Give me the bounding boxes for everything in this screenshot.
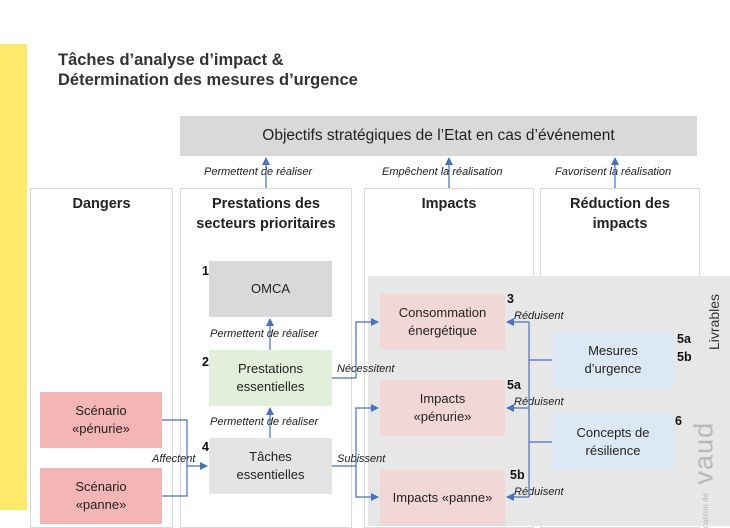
box-omca: OMCA (209, 261, 332, 317)
box-consommation-energetique: Consommation énergétique (380, 294, 505, 350)
number-3: 3 (507, 292, 514, 306)
arrow-prestations-to-conso (332, 318, 379, 379)
box-mesures-line-2: d’urgence (584, 361, 642, 376)
box-impacts-panne: Impacts «panne» (380, 470, 505, 526)
label-affectent: Affectent (152, 453, 196, 465)
box-scenario-penurie: Scénario «pénurie» (40, 392, 162, 448)
box-conso-line-2: énergétique (408, 323, 477, 338)
box-omca-text: OMCA (251, 281, 290, 296)
box-taches-line-1: Tâches (249, 449, 292, 464)
box-prestations-line-1: Prestations (237, 361, 304, 376)
box-prestations-essentielles: Prestations essentielles (209, 350, 332, 406)
number-2: 2 (202, 355, 209, 369)
box-concepts-line-1: Concepts de (576, 425, 650, 440)
number-6: 6 (675, 414, 682, 428)
number-5a-impacts: 5a (507, 378, 521, 392)
column-head-reduction-line-2: impacts (592, 216, 648, 232)
box-taches-line-2: essentielles (236, 467, 305, 482)
arrow-scenario-panne-to-taches (162, 466, 188, 497)
accent-bar (0, 44, 27, 510)
box-concepts-resilience: Concepts de résilience (552, 414, 674, 470)
label-subissent: Subissent (337, 453, 386, 465)
objectives-banner: Objectifs stratégiques de l’Etat en cas … (180, 116, 697, 156)
number-4: 4 (202, 440, 209, 454)
column-head-reduction-line-1: Réduction des (570, 196, 670, 212)
title-line-2: Détermination des mesures d’urgence (58, 71, 358, 89)
number-5b-mesures: 5b (677, 350, 692, 364)
box-conso-line-1: Consommation (398, 305, 487, 320)
arrow-scenario-penurie-to-taches (162, 419, 208, 470)
number-1: 1 (202, 264, 209, 278)
label-necessitent: Nécessitent (337, 363, 395, 375)
box-scenario-panne: Scénario «panne» (40, 468, 162, 524)
label-permettent-1: Permettent de réaliser (210, 328, 319, 340)
label-reduisent-3: Réduisent (514, 486, 564, 498)
box-impacts-panne-text: Impacts «panne» (392, 490, 493, 505)
column-head-impacts: Impacts (364, 194, 534, 214)
column-head-prestations: Prestations des secteurs prioritaires (180, 194, 352, 234)
column-head-reduction: Réduction des impacts (540, 194, 700, 234)
box-impacts-penurie-line-1: Impacts (419, 391, 466, 406)
label-permettent-2: Permettent de réaliser (210, 416, 319, 428)
label-permettent-top: Permettent de réaliser (204, 166, 313, 178)
number-5a-mesures: 5a (677, 332, 691, 346)
box-impacts-penurie: Impacts «pénurie» (380, 380, 505, 436)
label-favorisent-top: Favorisent la réalisation (555, 166, 672, 178)
arrow-taches-to-impacts-penurie (332, 404, 379, 467)
objectives-banner-text: Objectifs stratégiques de l’Etat en cas … (262, 127, 615, 144)
column-head-prestations-line-2: secteurs prioritaires (196, 216, 336, 232)
box-scenario-panne-line-1: Scénario (75, 479, 127, 494)
label-reduisent-2: Réduisent (514, 396, 564, 408)
page-title: Tâches d’analyse d’impact & Déterminatio… (58, 50, 358, 90)
number-5b-impacts: 5b (510, 468, 525, 482)
column-head-dangers-text: Dangers (72, 196, 131, 212)
box-scenario-penurie-line-1: Scénario (75, 403, 127, 418)
box-mesures-urgence: Mesures d’urgence (552, 332, 674, 388)
label-reduisent-1: Réduisent (514, 310, 564, 322)
title-line-1: Tâches d’analyse d’impact & (58, 51, 284, 69)
box-taches-essentielles: Tâches essentielles (209, 438, 332, 494)
box-scenario-penurie-line-2: «pénurie» (72, 421, 130, 436)
box-scenario-panne-line-2: «panne» (75, 497, 127, 512)
arrow-taches-to-impacts-panne (355, 466, 379, 501)
box-prestations-line-2: essentielles (236, 379, 305, 394)
label-empechent-top: Empêchent la réalisation (382, 166, 503, 178)
column-head-impacts-text: Impacts (421, 196, 477, 212)
box-concepts-line-2: résilience (585, 443, 641, 458)
column-head-dangers: Dangers (30, 194, 173, 214)
box-mesures-line-1: Mesures (588, 343, 638, 358)
column-head-prestations-line-1: Prestations des (212, 196, 320, 212)
box-impacts-penurie-line-2: «pénurie» (413, 409, 472, 424)
